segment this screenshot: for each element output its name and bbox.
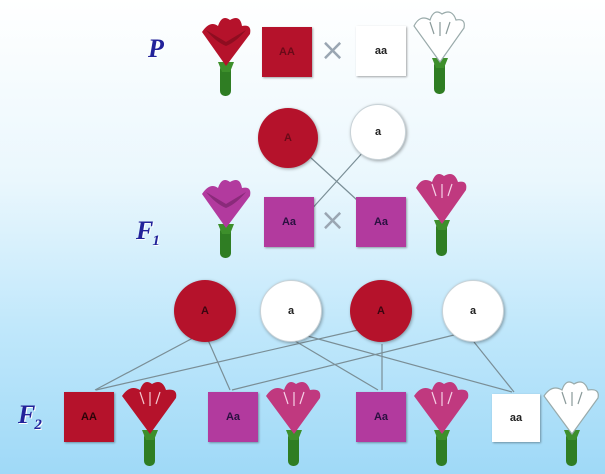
f1-gamete-A-1: A — [174, 280, 236, 342]
label-f1: F1 — [136, 216, 160, 249]
white-flower-icon — [543, 381, 599, 466]
p-gamete-A: A — [258, 108, 318, 168]
f2-genotype-1: AA — [64, 392, 114, 442]
f1-gamete-A-2: A — [350, 280, 412, 342]
pink-flower-icon — [266, 382, 321, 466]
label-p: P — [148, 34, 164, 63]
line-g2-to-f2-4 — [299, 333, 513, 393]
label-f2: F2 — [18, 400, 42, 433]
f1-gamete-a-1: a — [260, 280, 322, 342]
f1-genotype-right: Aa — [356, 197, 406, 247]
f2-genotype-2: Aa — [208, 392, 258, 442]
pink-flower-icon — [202, 180, 251, 258]
f2-genotype-4: aa — [492, 394, 540, 442]
pink-flower-icon — [414, 382, 469, 466]
line-g4-to-f2-4 — [473, 341, 515, 393]
f1-cross-symbol: × — [320, 203, 346, 238]
f1-gamete-a-2: a — [442, 280, 504, 342]
white-flower-icon — [413, 11, 465, 94]
f2-genotype-3: Aa — [356, 392, 406, 442]
line-g1-to-f2-1 — [94, 329, 209, 391]
line-g2-to-f2-3 — [289, 337, 379, 391]
p-gamete-a: a — [350, 104, 406, 160]
pink-flower-icon — [416, 174, 467, 256]
p-genotype-AA: AA — [262, 27, 312, 77]
line-g3-to-f2-1 — [95, 329, 359, 391]
line-g1-to-f2-2 — [207, 339, 231, 391]
p-genotype-aa: aa — [356, 26, 406, 76]
line-g4-to-f2-2 — [231, 333, 459, 391]
p-cross-symbol: × — [320, 33, 346, 68]
f1-genotype-left: Aa — [264, 197, 314, 247]
red-flower-icon — [202, 18, 251, 96]
red-flower-icon — [122, 382, 177, 466]
